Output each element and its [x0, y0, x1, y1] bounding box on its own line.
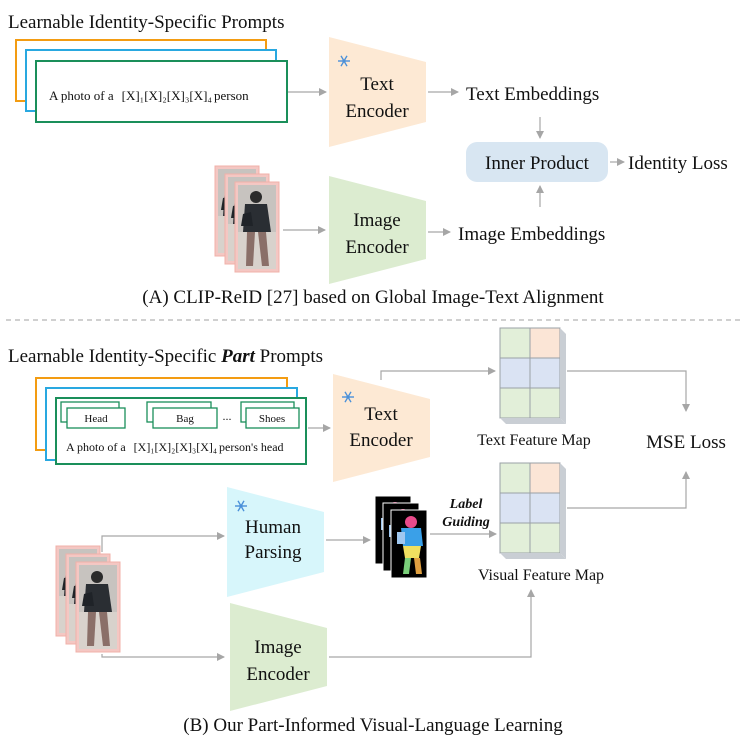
text-feature-map-label: Text Feature Map	[477, 432, 591, 449]
text-encoder-b-label-1: Text	[364, 404, 398, 425]
part-label-ellipsis: ...	[223, 409, 232, 423]
text-encoder-b-label-2: Encoder	[349, 430, 413, 451]
parsing-mask-icon	[390, 509, 428, 579]
image-embeddings-label: Image Embeddings	[458, 224, 605, 245]
arrow-photos-to-human-parsing	[101, 532, 225, 552]
image-encoder-label-2: Encoder	[345, 237, 409, 258]
text-feature-map-grid	[499, 327, 566, 424]
part-b-person-photos	[55, 545, 121, 653]
human-parsing-block: Human Parsing	[227, 487, 324, 597]
part-b-text-encoder: Text Encoder	[333, 374, 430, 482]
part-label-shoes	[245, 407, 300, 429]
identity-loss-label: Identity Loss	[628, 153, 728, 174]
part-b-title: Learnable Identity-Specific Part Prompts	[8, 346, 323, 367]
label-guiding-line2: Guiding	[442, 515, 489, 530]
arrow-text-encoder-to-feature-map	[380, 367, 496, 380]
part-a-image-encoder: Image Encoder	[329, 176, 426, 284]
part-a-title: Learnable Identity-Specific Prompts	[8, 12, 284, 33]
part-b-image-encoder: Image Encoder	[230, 603, 327, 711]
part-a-caption: (A) CLIP-ReID [27] based on Global Image…	[142, 287, 604, 308]
text-encoder-label-2: Encoder	[345, 101, 409, 122]
parsing-masks	[374, 495, 428, 579]
human-parsing-label-1: Human	[245, 517, 301, 538]
visual-feature-map-label: Visual Feature Map	[478, 567, 604, 584]
arrow-image-encoder-to-visual-map	[329, 589, 535, 658]
part-label-bag-text: Bag	[176, 413, 194, 425]
part-label-shoes-text: Shoes	[259, 413, 285, 425]
part-label-head-text: Head	[84, 413, 108, 425]
visual-feature-map-grid	[499, 462, 566, 559]
part-label-bag	[152, 407, 218, 429]
part-a-person-photos	[214, 165, 280, 273]
human-parsing-label-2: Parsing	[245, 542, 303, 563]
label-guiding-line1: Label	[449, 497, 483, 512]
person-photo-icon	[234, 181, 280, 273]
arrow-visual-map-to-mse	[567, 471, 690, 509]
image-encoder-b-label-2: Encoder	[246, 664, 310, 685]
image-encoder-label-1: Image	[353, 210, 400, 231]
prompt-card-green	[35, 60, 288, 123]
arrow-text-map-to-mse	[567, 370, 690, 412]
part-label-head	[66, 407, 126, 429]
inner-product-box	[466, 142, 608, 182]
person-photo-icon	[75, 561, 121, 653]
part-b-prompt-stack: Head Bag ... Shoes A photo of a[X]₁[X]₂[…	[35, 377, 307, 465]
image-encoder-b-label-1: Image	[254, 637, 301, 658]
arrow-photos-to-image-encoder-b	[101, 653, 225, 661]
inner-product-label: Inner Product	[485, 153, 590, 174]
mse-loss-label: MSE Loss	[646, 432, 726, 453]
text-encoder-label-1: Text	[360, 74, 394, 95]
part-a-text-encoder: Text Encoder	[329, 37, 426, 147]
text-embeddings-label: Text Embeddings	[466, 84, 599, 105]
part-b-caption: (B) Our Part-Informed Visual-Language Le…	[183, 715, 563, 736]
